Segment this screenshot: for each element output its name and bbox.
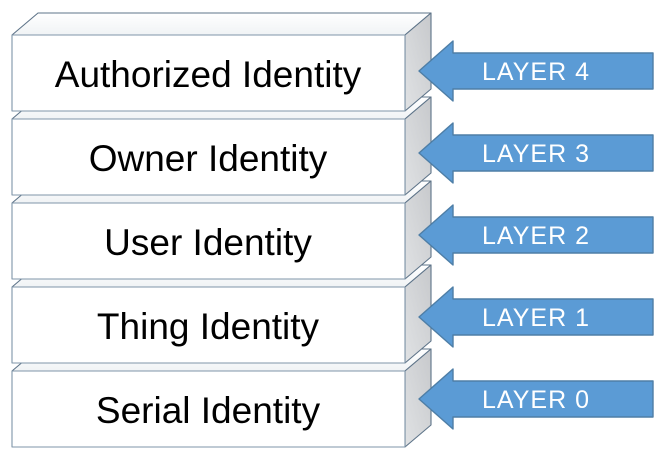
box-label: Authorized Identity: [55, 54, 362, 95]
box-label: Thing Identity: [97, 306, 320, 347]
arrow-label: LAYER 0: [482, 386, 590, 414]
arrow-label: LAYER 3: [482, 140, 590, 168]
box-front-face: [11, 118, 406, 196]
box-top-face: [11, 12, 432, 36]
box-label: User Identity: [104, 222, 312, 263]
box-label: Serial Identity: [96, 390, 321, 431]
arrow-layer-4: LAYER 4: [418, 40, 654, 102]
left-block-arrow-icon: [418, 40, 654, 102]
box-thing-identity: Thing Identity: [11, 264, 432, 364]
left-block-arrow-icon: [418, 286, 654, 348]
arrow-layer-3: LAYER 3: [418, 122, 654, 184]
box-authorized-identity: Authorized Identity: [11, 12, 432, 112]
box-user-identity: User Identity: [11, 180, 432, 280]
arrow-label: LAYER 1: [482, 304, 590, 332]
arrow-layer-2: LAYER 2: [418, 204, 654, 266]
box-front-face: [11, 34, 406, 112]
box-front-face: [11, 286, 406, 364]
box-owner-identity: Owner Identity: [11, 96, 432, 196]
box-front-face: [11, 370, 406, 448]
box-serial-identity: Serial Identity: [11, 348, 432, 448]
arrow-layer-0: LAYER 0: [418, 368, 654, 430]
left-block-arrow-icon: [418, 368, 654, 430]
arrow-layer-1: LAYER 1: [418, 286, 654, 348]
box-label: Owner Identity: [89, 138, 328, 179]
arrow-label: LAYER 2: [482, 222, 590, 250]
left-block-arrow-icon: [418, 204, 654, 266]
box-front-face: [11, 202, 406, 280]
arrow-label: LAYER 4: [482, 58, 590, 86]
left-block-arrow-icon: [418, 122, 654, 184]
